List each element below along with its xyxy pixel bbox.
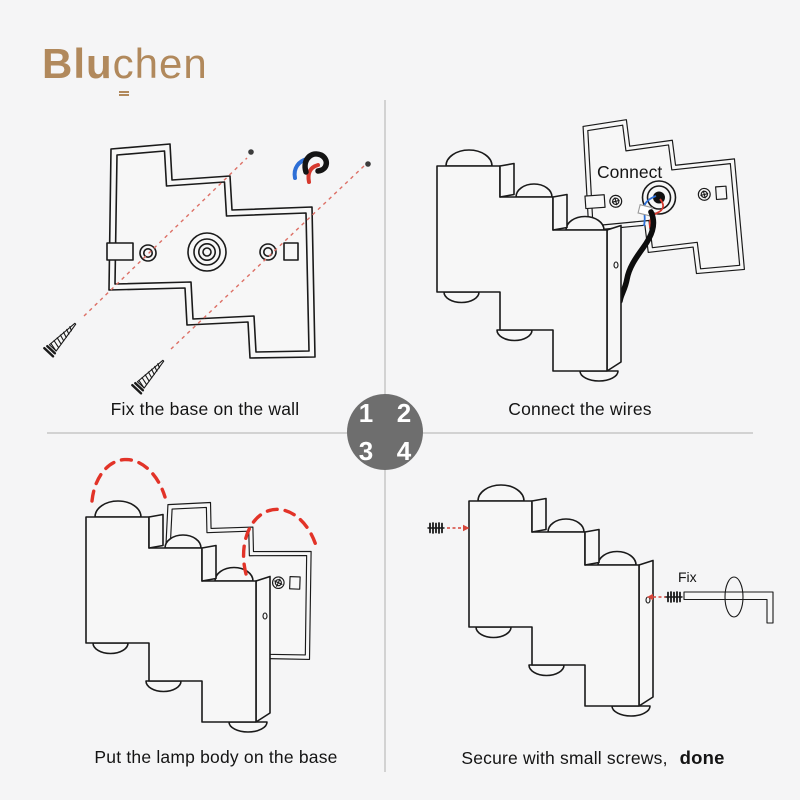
step3-caption: Put the lamp body on the base: [94, 747, 338, 767]
lamp-body: [468, 484, 654, 717]
step1-caption: Fix the base on the wall: [110, 399, 300, 419]
red-wire: [648, 198, 664, 229]
badge-number-4: 4: [396, 435, 412, 466]
badge-number-2: 2: [396, 397, 412, 428]
step2-caption: Connect the wires: [508, 399, 652, 419]
badge-number-1: 1: [358, 397, 374, 428]
step-number-badge: 1 2 3 4: [347, 394, 423, 470]
wall-anchor-dot: [248, 149, 254, 155]
placement-arc: [90, 457, 167, 503]
step2-drawing: Connect: [436, 111, 746, 382]
fixing-screw: [427, 522, 445, 534]
step4-caption-done: done: [679, 747, 725, 768]
step4-drawing: Fix: [427, 484, 774, 717]
wall-screw: [43, 318, 81, 358]
wall-screw: [131, 355, 169, 395]
lightbulb-base-icon: [118, 91, 129, 93]
wire-connector: [641, 180, 677, 215]
screw-head: [274, 578, 283, 587]
logo-text-light: hen: [134, 40, 208, 87]
logo-letter-c: c: [113, 40, 135, 93]
fixing-screw: [665, 591, 683, 603]
wall-anchor-dot: [365, 161, 371, 167]
step4-caption: Secure with small screws, done: [418, 747, 768, 769]
cable-hole: [187, 232, 227, 272]
screw-guide-line: [83, 157, 248, 317]
rotation-ellipse: [724, 576, 744, 618]
power-wire: [292, 151, 329, 184]
badge-number-3: 3: [358, 435, 374, 466]
step1-drawing: [43, 143, 371, 395]
insert-arrow: [647, 593, 666, 601]
connect-label: Connect: [597, 162, 662, 182]
step4-caption-main: Secure with small screws,: [461, 748, 668, 768]
logo-text-bold: Blu: [42, 40, 113, 87]
screw-head: [611, 190, 709, 206]
allen-key: [683, 576, 774, 624]
insert-arrow: [447, 524, 470, 532]
power-cable: [617, 209, 657, 304]
fix-label: Fix: [678, 569, 697, 585]
step3-drawing: [85, 457, 319, 733]
placement-arc: [241, 507, 319, 576]
